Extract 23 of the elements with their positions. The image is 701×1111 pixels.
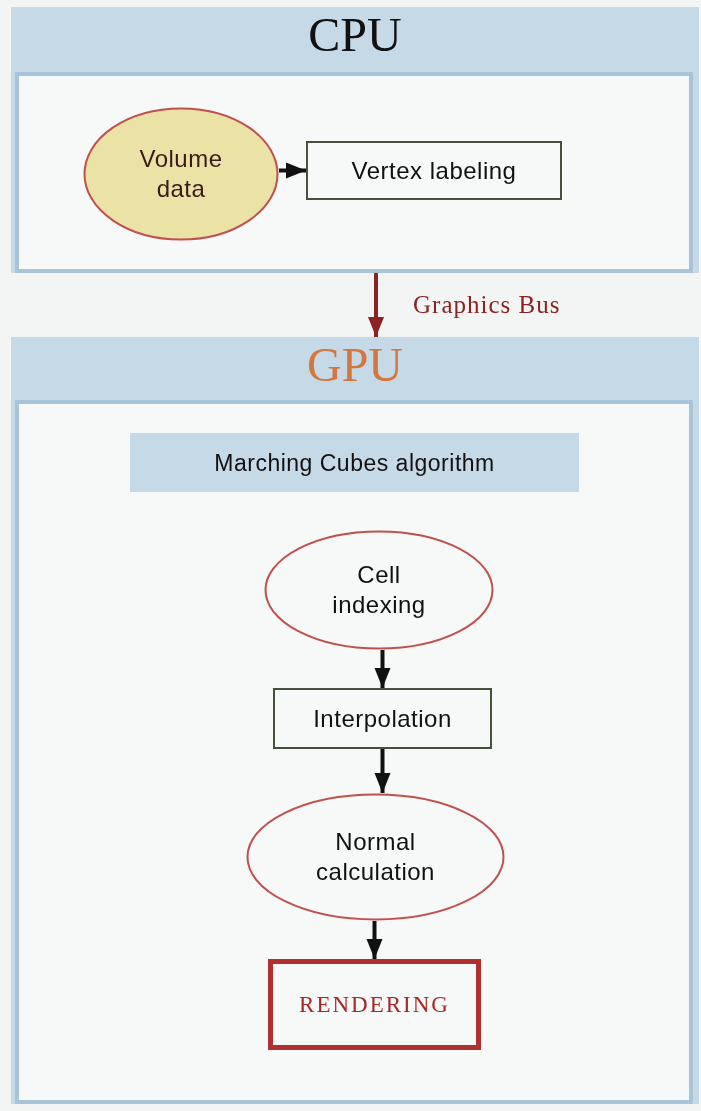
process-box: [268, 959, 481, 1050]
arrow: [374, 749, 391, 793]
node-label: Vertex labeling: [351, 155, 517, 186]
algorithm-band: [130, 433, 579, 492]
process-box: [306, 141, 562, 200]
process-ellipse: [264, 530, 494, 650]
arrow: [366, 921, 383, 959]
process-box: [273, 688, 492, 749]
node-label: Interpolation: [313, 703, 452, 734]
node-label: Normal calculation: [315, 827, 436, 887]
panel: [11, 7, 699, 273]
band-label: Marching Cubes algorithm: [214, 448, 495, 478]
arrow: [279, 162, 306, 179]
panel: [11, 337, 699, 1104]
node-label: Volume data: [138, 144, 224, 204]
node-label: Cell indexing: [331, 560, 427, 620]
arrow: [374, 650, 391, 688]
panel-heading: GPU: [306, 337, 404, 393]
arrow: [368, 273, 384, 337]
process-ellipse: [83, 107, 279, 241]
panel-heading: CPU: [307, 7, 403, 63]
node-label: RENDERING: [299, 990, 450, 1019]
process-ellipse: [246, 793, 505, 921]
